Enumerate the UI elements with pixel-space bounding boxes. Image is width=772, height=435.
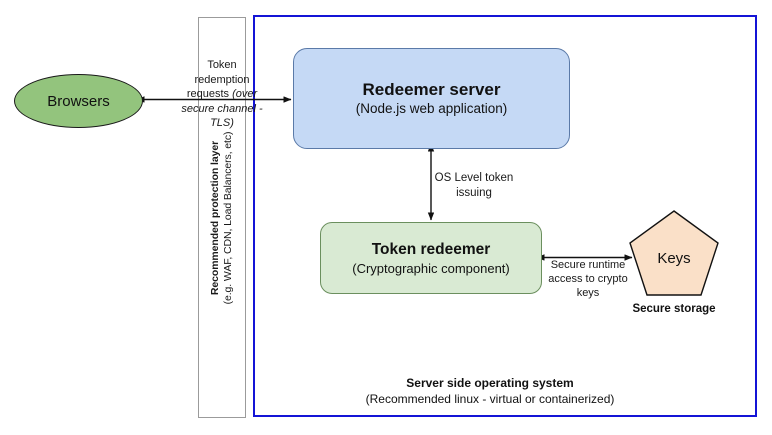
server-os-caption-subtitle: (Recommended linux - virtual or containe… xyxy=(365,392,615,406)
edge-label-keys-line-1: Secure runtime xyxy=(550,259,626,271)
node-browsers[interactable]: Browsers xyxy=(14,74,143,128)
node-token-redeemer-subtitle: (Cryptographic component) xyxy=(352,260,510,276)
edge-label-line-4: secure channel - xyxy=(181,102,263,115)
secure-storage-caption: Secure storage xyxy=(632,303,716,315)
edge-label-os-line-1: OS Level token xyxy=(434,172,514,184)
protection-layer-title: Recommended protection layer xyxy=(209,140,221,295)
node-browsers-label: Browsers xyxy=(47,92,110,110)
edge-label-line-2: redemption xyxy=(194,73,250,86)
pentagon-icon xyxy=(629,210,719,296)
node-redeemer-server-subtitle: (Node.js web application) xyxy=(355,101,508,116)
edge-label-os-token-issuing: OS Level token issuing xyxy=(418,171,530,201)
node-keys-label: Keys xyxy=(657,249,691,267)
node-keys[interactable]: Keys xyxy=(628,209,720,297)
protection-layer-box: Recommended protection layer (e.g. WAF, … xyxy=(198,17,246,418)
node-redeemer-server-title: Redeemer server xyxy=(362,80,501,99)
server-os-caption: Server side operating system (Recommende… xyxy=(330,375,650,407)
edge-label-line-5: TLS) xyxy=(210,117,234,129)
edge-label-token-redemption: Token redemption requests (over secure c… xyxy=(178,58,266,131)
edge-label-line-1: Token xyxy=(207,59,237,71)
edge-label-keys-line-2: access to crypto xyxy=(548,273,628,285)
server-boundary-box xyxy=(253,15,757,417)
node-token-redeemer-title: Token redeemer xyxy=(371,240,491,258)
edge-label-line-3: requests xyxy=(186,88,233,100)
protection-layer-subtitle: (e.g. WAF, CDN, Load Balancers, etc) xyxy=(222,131,234,304)
node-token-redeemer[interactable]: Token redeemer (Cryptographic component) xyxy=(320,222,542,294)
server-os-caption-title: Server side operating system xyxy=(406,376,574,390)
edge-label-os-line-2: issuing xyxy=(456,187,492,199)
edge-label-keys-line-3: keys xyxy=(576,287,600,299)
protection-layer-text: Recommended protection layer (e.g. WAF, … xyxy=(209,131,235,304)
edge-label-secure-runtime-access: Secure runtime access to crypto keys xyxy=(541,258,635,300)
edge-label-line-3-italic: (over xyxy=(232,88,258,100)
node-redeemer-server[interactable]: Redeemer server (Node.js web application… xyxy=(293,48,570,149)
